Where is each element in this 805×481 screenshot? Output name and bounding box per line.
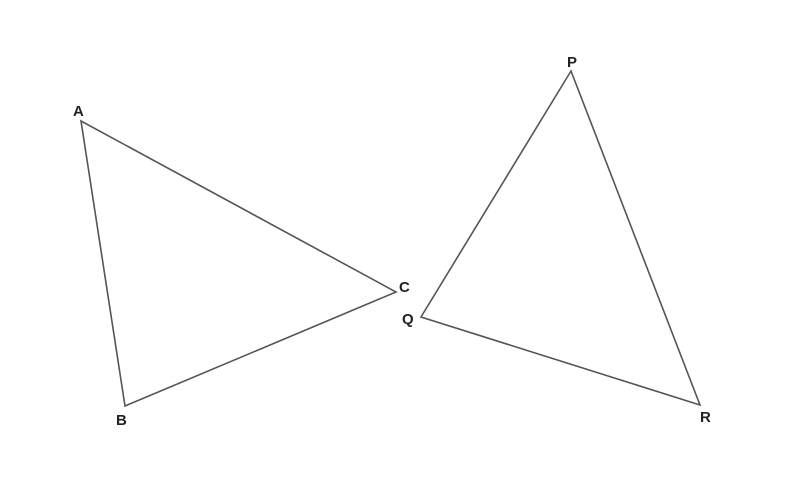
vertex-label-c: C (399, 279, 410, 296)
vertex-label-r: R (700, 409, 711, 426)
triangle-abc-outline (79, 119, 398, 408)
vertex-label-q: Q (402, 311, 414, 328)
triangle-abc: A B C (73, 103, 410, 429)
triangle-pqr: P Q R (402, 54, 711, 426)
triangle-pqr-outline (419, 69, 702, 407)
vertex-label-b: B (116, 412, 127, 429)
vertex-label-a: A (73, 103, 84, 120)
vertex-label-p: P (567, 54, 577, 71)
